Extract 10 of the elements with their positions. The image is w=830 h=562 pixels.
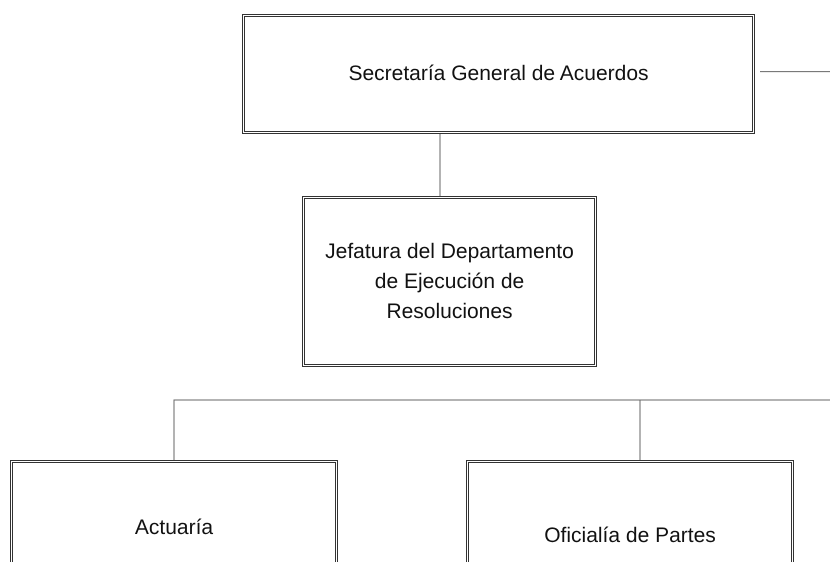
connector-line: [640, 400, 830, 460]
org-box: [302, 196, 597, 367]
box-label: Oficialía de Partes: [543, 523, 717, 549]
org-box: [10, 460, 338, 562]
box-label: Secretaría General de Acuerdos: [347, 61, 650, 87]
box-label: Actuaría: [134, 515, 214, 541]
box-label: Jefatura del Departamento de Ejecución de Resoluciones: [324, 238, 575, 324]
org-box: [242, 14, 755, 134]
org-box: [466, 460, 794, 562]
connector-line: [760, 71, 830, 72]
